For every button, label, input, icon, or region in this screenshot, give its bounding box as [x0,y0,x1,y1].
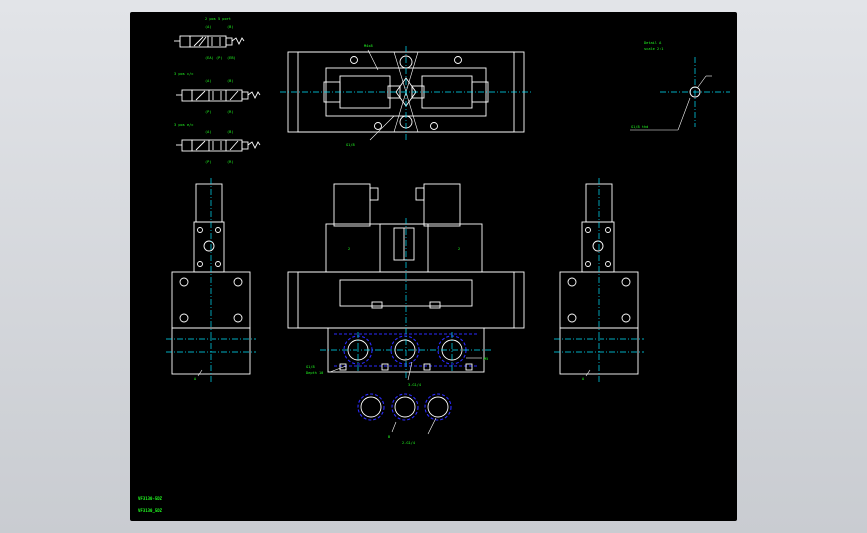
valve-symbol-3 [176,139,261,152]
ports-note-1: 3-G1/4 [408,383,421,387]
bottom-ports-view: B 2-G1/4 [357,393,452,445]
drawing-canvas: 2 pos 5 port (A) (B) (EA) (P) (EB) [138,17,730,513]
detail-title-1: Detail A [644,41,662,45]
port-r-label-2: (R) [227,110,234,114]
title-block: VF3130-5DZ VF3130_5DZ [138,496,163,513]
bottom-mark: B [388,435,390,439]
drawing-sheet: 2 pos 5 port (A) (B) (EA) (P) (EB) [130,12,737,521]
top-view-callout: G1/8 [346,143,355,147]
top-view-note: M4x8 [364,44,373,48]
port-b-label-3: (B) [227,130,234,134]
title-line-1: VF3130-5DZ [138,496,163,501]
port-p-label: (P) [216,56,223,60]
port-a-label: (A) [205,25,212,29]
front-view: 2 2 [287,183,525,387]
front-left-label: 2 [348,247,350,251]
detail-title-2: scale 2:1 [644,47,663,51]
port-p-label-3: (P) [205,160,212,164]
detail-view: Detail A scale 2:1 G1/8 thd [630,41,730,131]
detail-note: G1/8 thd [631,125,648,129]
top-view: M4x8 G1/8 [280,44,532,147]
front-right-label: 2 [458,247,460,251]
schematic-symbols: 2 pos 5 port (A) (B) (EA) (P) (EB) [174,17,261,164]
port-ea-label: (EA) [205,56,214,60]
front-callout-right: M5 [484,357,488,361]
valve-symbol-1 [174,35,245,48]
port-a-label-2: (A) [205,79,212,83]
port-eb-label: (EB) [227,56,236,60]
front-callout-1: G1/8 [306,365,315,369]
port-a-label-3: (A) [205,130,212,134]
port-b-label-2: (B) [227,79,234,83]
title-line-2: VF3130_5DZ [138,508,163,513]
port-b-label: (B) [227,25,234,29]
left-side-mark: A [194,377,197,381]
right-side-view: A [554,178,644,382]
port-p-label-2: (P) [205,110,212,114]
schematic-mid-label: 3 pos c/c [174,72,193,76]
valve-symbol-2 [176,89,261,102]
port-r-label-3: (R) [227,160,234,164]
left-side-view: A [166,178,256,382]
right-side-mark: A [582,377,585,381]
schematic-bot-label: 3 pos e/c [174,123,193,127]
schematic-top-label: 2 pos 5 port [205,17,231,21]
bottom-note: 2-G1/4 [402,441,415,445]
front-callout-2: Depth 10 [306,371,323,375]
